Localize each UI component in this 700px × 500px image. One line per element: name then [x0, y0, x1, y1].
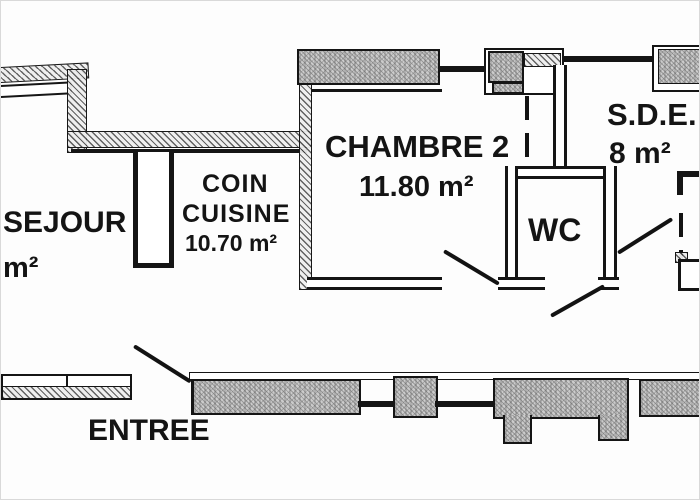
wc-top-wall	[505, 166, 617, 179]
hall-opening-dashed-line	[525, 96, 529, 169]
bottom-wall-pier-2	[598, 415, 629, 441]
bottom-window-line-1	[358, 401, 396, 407]
chambre2-label: CHAMBRE 2	[325, 129, 510, 164]
sde-area-label: 8 m²	[609, 137, 671, 170]
wc-left-wall	[505, 166, 518, 290]
wc-right-wall	[603, 166, 617, 290]
sejour-area-label: m²	[3, 252, 39, 284]
central-wall-diagonal-band	[524, 53, 561, 67]
sde-door-leaf	[616, 217, 674, 255]
sejour-label: SEJOUR	[3, 206, 127, 239]
cuisine-top-wall-inner-face	[71, 149, 307, 153]
cuisine-area-label: 10.70 m²	[185, 230, 278, 256]
bottom-window-line-2	[435, 401, 495, 407]
bottom-wall-outer-face	[189, 372, 699, 380]
hall-sde-wall	[553, 65, 567, 175]
window-line-sde	[559, 56, 655, 62]
chambre2-area-label: 11.80 m²	[359, 171, 474, 203]
central-wall-hatch-lower	[492, 82, 524, 94]
sde-opening-dashed-line	[679, 213, 683, 264]
wc-bottom-wall-left	[498, 277, 545, 290]
sde-top-wall-hatch	[658, 49, 699, 84]
cuisine-label-line1: COIN	[202, 170, 269, 198]
entree-label: ENTREE	[88, 414, 210, 447]
window-line-chambre2	[438, 66, 486, 72]
chambre2-left-wall	[299, 84, 312, 290]
entree-window-sill-hatch	[3, 386, 130, 398]
sde-right-wall-top-v	[677, 171, 683, 195]
wc-door-leaf	[550, 284, 606, 318]
chambre2-bottom-wall	[307, 277, 442, 290]
sejour-window	[1, 81, 73, 99]
chambre2-top-wall	[297, 49, 440, 85]
chambre2-top-wall-inner-face	[311, 89, 442, 92]
bottom-wall-block-1	[191, 379, 361, 415]
central-wall-hatch	[488, 51, 524, 83]
entree-window-left	[1, 374, 132, 400]
bottom-wall-block-4	[639, 379, 699, 417]
bottom-wall-block-3	[493, 378, 629, 419]
entree-window-divider	[66, 376, 68, 387]
cuisine-divider-wall	[133, 152, 174, 268]
sde-label: S.D.E.	[607, 97, 697, 132]
bottom-wall-pier-1	[503, 415, 532, 444]
cuisine-label-line2: CUISINE	[182, 200, 291, 228]
sde-fixture-box	[678, 259, 699, 291]
entree-door-leaf	[132, 344, 192, 384]
bottom-wall-block-2	[393, 376, 438, 418]
sde-right-wall-top-h	[677, 171, 699, 177]
chambre2-door-leaf	[442, 249, 500, 286]
wc-label: WC	[528, 212, 582, 248]
cuisine-top-wall	[67, 131, 311, 148]
